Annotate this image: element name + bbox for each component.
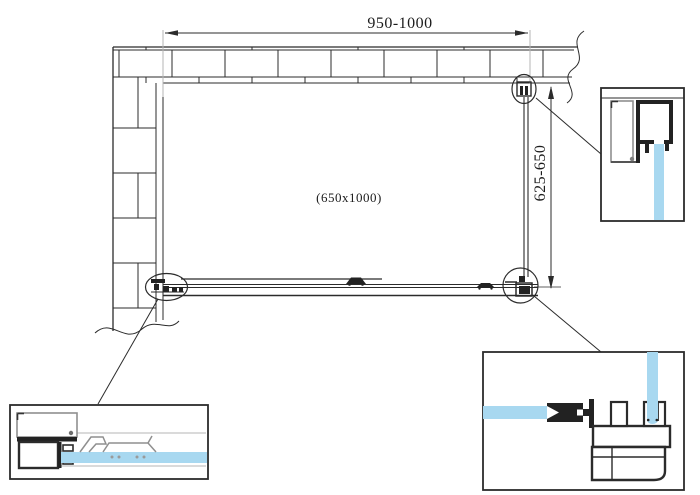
- corner-aluminium-profile: [590, 400, 672, 482]
- side-glass-panel: [523, 97, 529, 277]
- glass-pane-section: [654, 144, 664, 220]
- leader-line-bottom-left: [97, 298, 159, 405]
- leader-lines: [97, 97, 602, 405]
- support-brackets: [79, 435, 157, 459]
- dimension-right-depth: 625-650: [532, 86, 561, 289]
- dimension-top-width: 950-1000: [162, 15, 531, 97]
- roller-icon: [346, 277, 366, 286]
- detail-circle-bottom-left: [144, 272, 189, 302]
- detail-circle-bottom-right: [502, 267, 539, 304]
- side-depth-dimension-label: 625-650: [532, 145, 549, 202]
- roller-icon: [476, 283, 495, 290]
- glass-pane-section: [646, 352, 659, 424]
- leader-line-top-right: [535, 97, 602, 155]
- sliding-door-track: [163, 278, 538, 297]
- glass-pane-section: [61, 452, 207, 463]
- glass-channel-profile: [636, 100, 673, 163]
- wall-bracket-glyph: [151, 279, 184, 293]
- glass-pane-section: [483, 406, 547, 419]
- wall-break-squiggle-bottom: [94, 320, 180, 335]
- top-wall-brick-hatch: [113, 30, 585, 104]
- top-width-dimension-label: 950-1000: [367, 15, 432, 32]
- wall-break-squiggle-right: [566, 30, 585, 104]
- wall-profile-glyph: [516, 81, 532, 97]
- detail-box-wall-fixing-section: [9, 404, 209, 480]
- leader-line-bottom-right: [533, 295, 602, 353]
- corner-profile-glyph: [505, 276, 533, 297]
- panel-size-label: (650x1000): [316, 190, 382, 205]
- detail-box-wall-profile-section: [600, 87, 685, 222]
- plan-view-enclosure: (650x1000): [163, 97, 538, 297]
- detail-circle-top-right: [511, 73, 537, 105]
- detail-box-corner-joint-section: [482, 351, 685, 491]
